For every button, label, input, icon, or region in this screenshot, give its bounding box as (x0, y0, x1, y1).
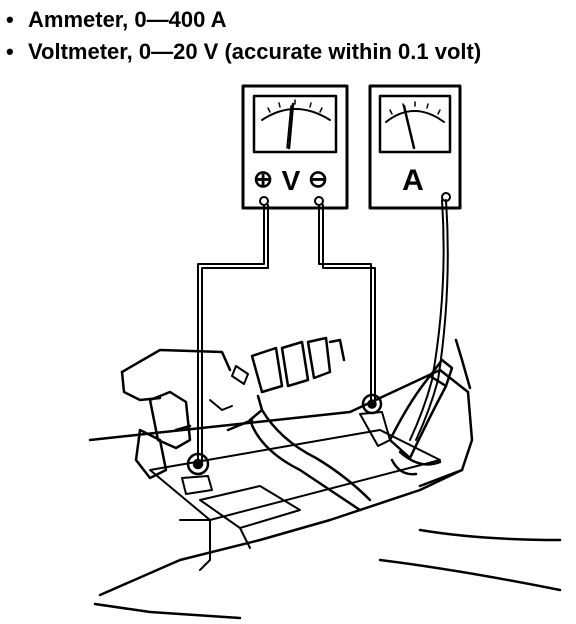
ammeter: A (368, 84, 462, 210)
bullet: • (6, 39, 14, 64)
bullet: • (6, 7, 14, 32)
requirement-text: Ammeter, 0—400 A (28, 7, 227, 32)
voltmeter-plus-terminal: ⊕ (253, 166, 273, 193)
requirement-voltmeter: • Voltmeter, 0—20 V (accurate within 0.1 … (6, 36, 481, 68)
voltmeter-negative-lead (318, 204, 376, 401)
requirements-list: • Ammeter, 0—400 A • Voltmeter, 0—20 V (ac… (6, 4, 481, 68)
voltmeter-unit-label: V (282, 165, 301, 196)
requirement-text: Voltmeter, 0—20 V (accurate within 0.1 v… (28, 39, 482, 64)
voltmeter: ⊕ V ⊖ (241, 84, 349, 210)
ammeter-inductive-lead (409, 199, 449, 441)
battery-area (88, 336, 562, 620)
voltmeter-positive-lead (197, 204, 269, 461)
ammeter-unit-label: A (402, 164, 424, 197)
voltmeter-needle (287, 102, 295, 150)
voltmeter-minus-terminal: ⊖ (308, 166, 328, 193)
requirement-ammeter: • Ammeter, 0—400 A (6, 4, 481, 36)
ammeter-needle (402, 104, 416, 150)
